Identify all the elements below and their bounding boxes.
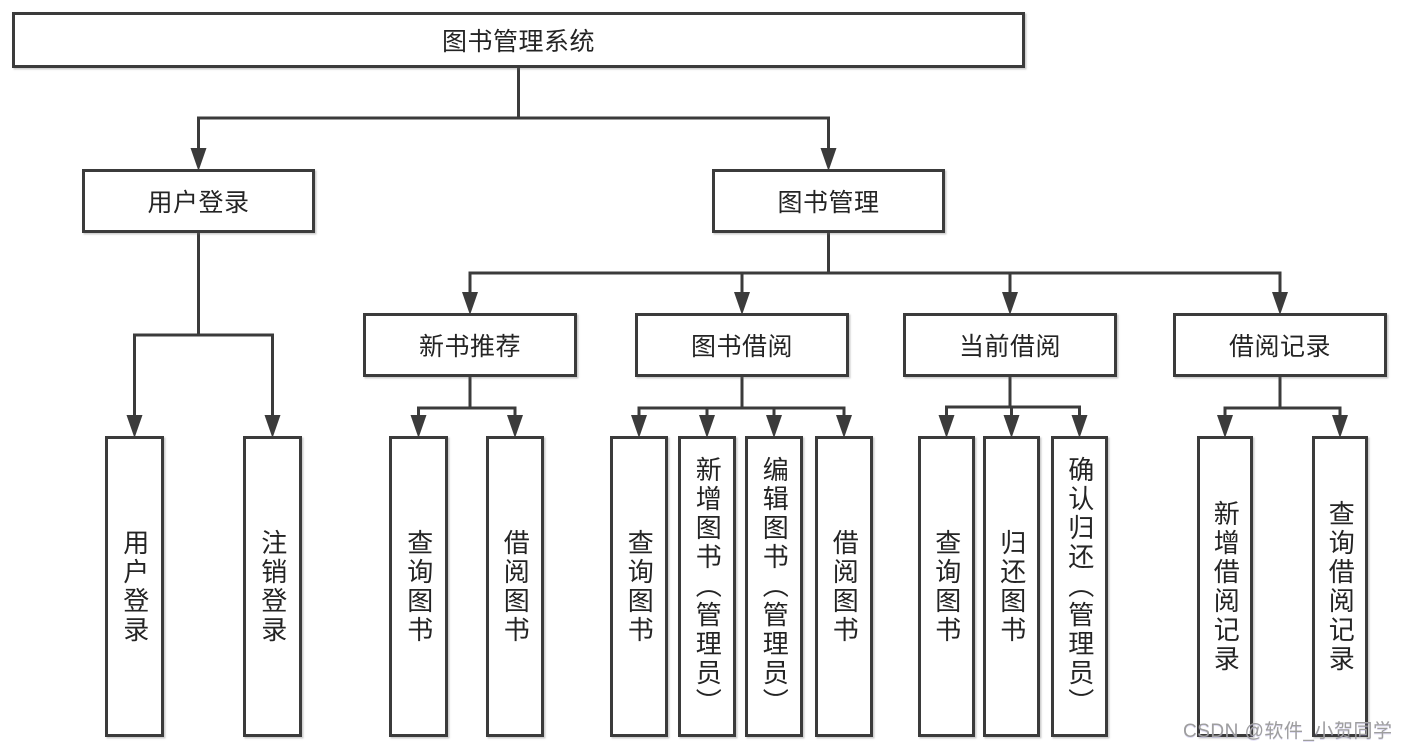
- node-leaf-user-login: 用户登录: [105, 436, 164, 737]
- node-label: 查询图书: [403, 528, 434, 645]
- node-current-borrow: 当前借阅: [903, 313, 1117, 377]
- node-label: 新书推荐: [418, 333, 521, 361]
- node-label: 确认归还（管理员）: [1064, 456, 1095, 717]
- node-leaf-bb-query: 查询图书: [610, 436, 668, 737]
- node-book-mgmt: 图书管理: [712, 169, 945, 233]
- node-new-book-rec: 新书推荐: [363, 313, 577, 377]
- edge-arrowhead: [766, 415, 782, 438]
- node-leaf-bb-borrow: 借阅图书: [815, 436, 873, 737]
- node-label: 新增图书（管理员）: [692, 456, 723, 717]
- edge-arrowhead: [836, 415, 852, 438]
- edge-arrowhead: [462, 292, 478, 315]
- node-label: 注销登录: [257, 528, 288, 645]
- edge-arrowhead: [820, 148, 837, 171]
- edge-arrowhead: [507, 415, 523, 438]
- node-label: 查询借阅记录: [1325, 499, 1356, 674]
- node-leaf-logout: 注销登录: [243, 436, 302, 737]
- node-root: 图书管理系统: [12, 12, 1025, 68]
- node-leaf-cb-confirm: 确认归还（管理员）: [1051, 436, 1108, 737]
- edge-arrowhead: [631, 415, 647, 438]
- edge-arrowhead: [1071, 415, 1088, 438]
- edge-arrowhead: [264, 415, 281, 438]
- node-label: 当前借阅: [958, 333, 1061, 361]
- node-label: 图书管理: [777, 189, 880, 217]
- node-label: 归还图书: [996, 528, 1027, 645]
- edge-arrowhead: [410, 415, 427, 438]
- edge-arrowhead: [1217, 415, 1233, 438]
- node-label: 用户登录: [147, 189, 250, 217]
- node-user-login: 用户登录: [82, 169, 315, 233]
- edge-arrowhead: [1272, 292, 1288, 315]
- node-label: 图书借阅: [690, 333, 793, 361]
- node-label: 查询图书: [931, 528, 962, 645]
- node-leaf-br-add: 新增借阅记录: [1197, 436, 1253, 737]
- node-label: 新增借阅记录: [1210, 499, 1241, 674]
- node-leaf-nbr-borrow: 借阅图书: [486, 436, 544, 737]
- edge-arrowhead: [1002, 292, 1018, 315]
- node-label: 查询图书: [624, 528, 655, 645]
- edge-arrowhead: [1003, 415, 1020, 438]
- node-leaf-bb-add: 新增图书（管理员）: [678, 436, 736, 737]
- node-label: 借阅图书: [500, 528, 531, 645]
- watermark: CSDN @软件_小贺同学: [1183, 721, 1393, 742]
- edge-arrowhead: [190, 148, 207, 171]
- node-label: 借阅图书: [829, 528, 860, 645]
- node-leaf-cb-return: 归还图书: [983, 436, 1040, 737]
- node-label: 借阅记录: [1228, 333, 1331, 361]
- node-book-borrow: 图书借阅: [635, 313, 849, 377]
- node-borrow-record: 借阅记录: [1173, 313, 1387, 377]
- node-label: 编辑图书（管理员）: [759, 456, 790, 717]
- node-leaf-cb-query: 查询图书: [918, 436, 975, 737]
- edge-arrowhead: [938, 415, 955, 438]
- node-leaf-nbr-query: 查询图书: [389, 436, 448, 737]
- node-leaf-br-query: 查询借阅记录: [1312, 436, 1368, 737]
- edge-arrowhead: [1332, 415, 1348, 438]
- edge-arrowhead: [734, 292, 750, 315]
- edge-arrowhead: [126, 415, 143, 438]
- node-label: 图书管理系统: [441, 28, 595, 56]
- node-leaf-bb-edit: 编辑图书（管理员）: [745, 436, 803, 737]
- edge-arrowhead: [699, 415, 715, 438]
- node-label: 用户登录: [119, 528, 150, 645]
